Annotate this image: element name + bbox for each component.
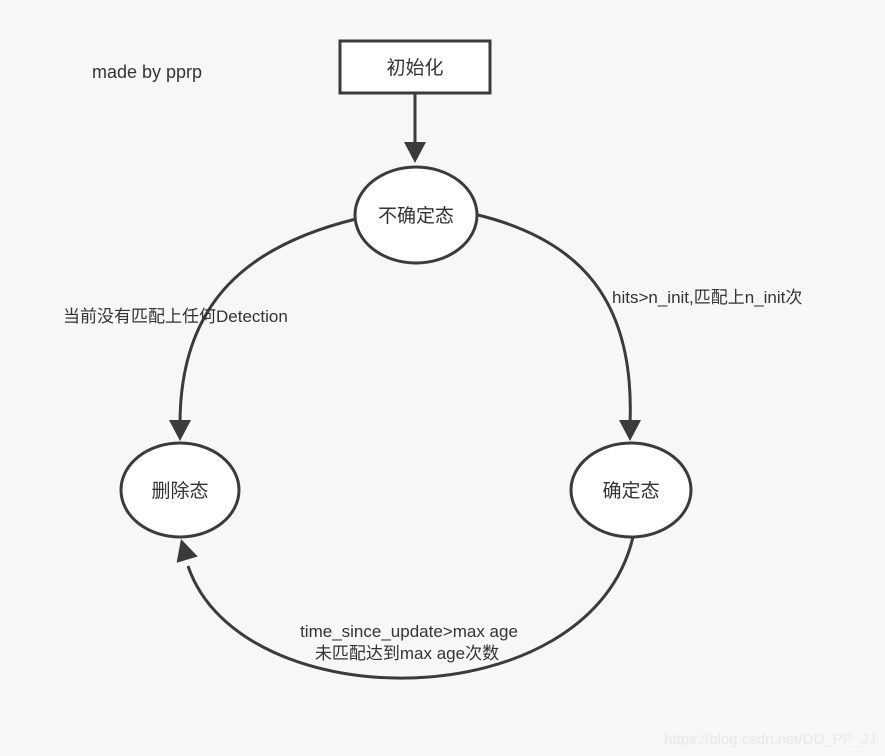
node-init: 初始化	[338, 39, 492, 95]
edge-tentative-to-confirmed	[477, 213, 641, 441]
edge-init-to-tentative	[404, 94, 426, 163]
node-confirmed-label: 确定态	[602, 480, 659, 502]
edge-tentative-to-deleted	[169, 217, 357, 441]
edge-label-tentative-to-confirmed: hits>n_init,匹配上n_init次	[612, 288, 802, 307]
arrowhead-down-icon	[169, 420, 191, 441]
arrowhead-up-icon	[176, 539, 198, 563]
edge-label-confirmed-to-deleted-line1: time_since_update>max age	[300, 622, 518, 641]
confirmed-ellipse	[569, 441, 693, 539]
watermark-text: https://blog.csdn.net/DD_PP_JJ	[664, 731, 876, 748]
node-tentative-label: 不确定态	[378, 205, 454, 227]
arrowhead-down-icon	[619, 420, 641, 441]
node-deleted-label: 删除态	[151, 480, 208, 502]
tentative-ellipse	[353, 165, 479, 265]
edge-curve	[477, 213, 632, 425]
node-init-label: 初始化	[386, 57, 443, 79]
node-tentative: 不确定态	[353, 165, 479, 265]
arrowhead-down-icon	[404, 142, 426, 163]
node-confirmed: 确定态	[569, 441, 693, 539]
edge-curve	[178, 217, 357, 425]
edge-curve	[186, 536, 635, 680]
deleted-ellipse	[119, 441, 241, 539]
edge-confirmed-to-deleted	[176, 536, 635, 680]
edge-label-confirmed-to-deleted-line2: 未匹配达到max age次数	[315, 644, 499, 663]
init-rectangle	[338, 39, 492, 95]
attribution-text: made by pprp	[92, 62, 202, 82]
node-deleted: 删除态	[119, 441, 241, 539]
edge-label-tentative-to-deleted: 当前没有匹配上任何Detection	[63, 307, 288, 326]
